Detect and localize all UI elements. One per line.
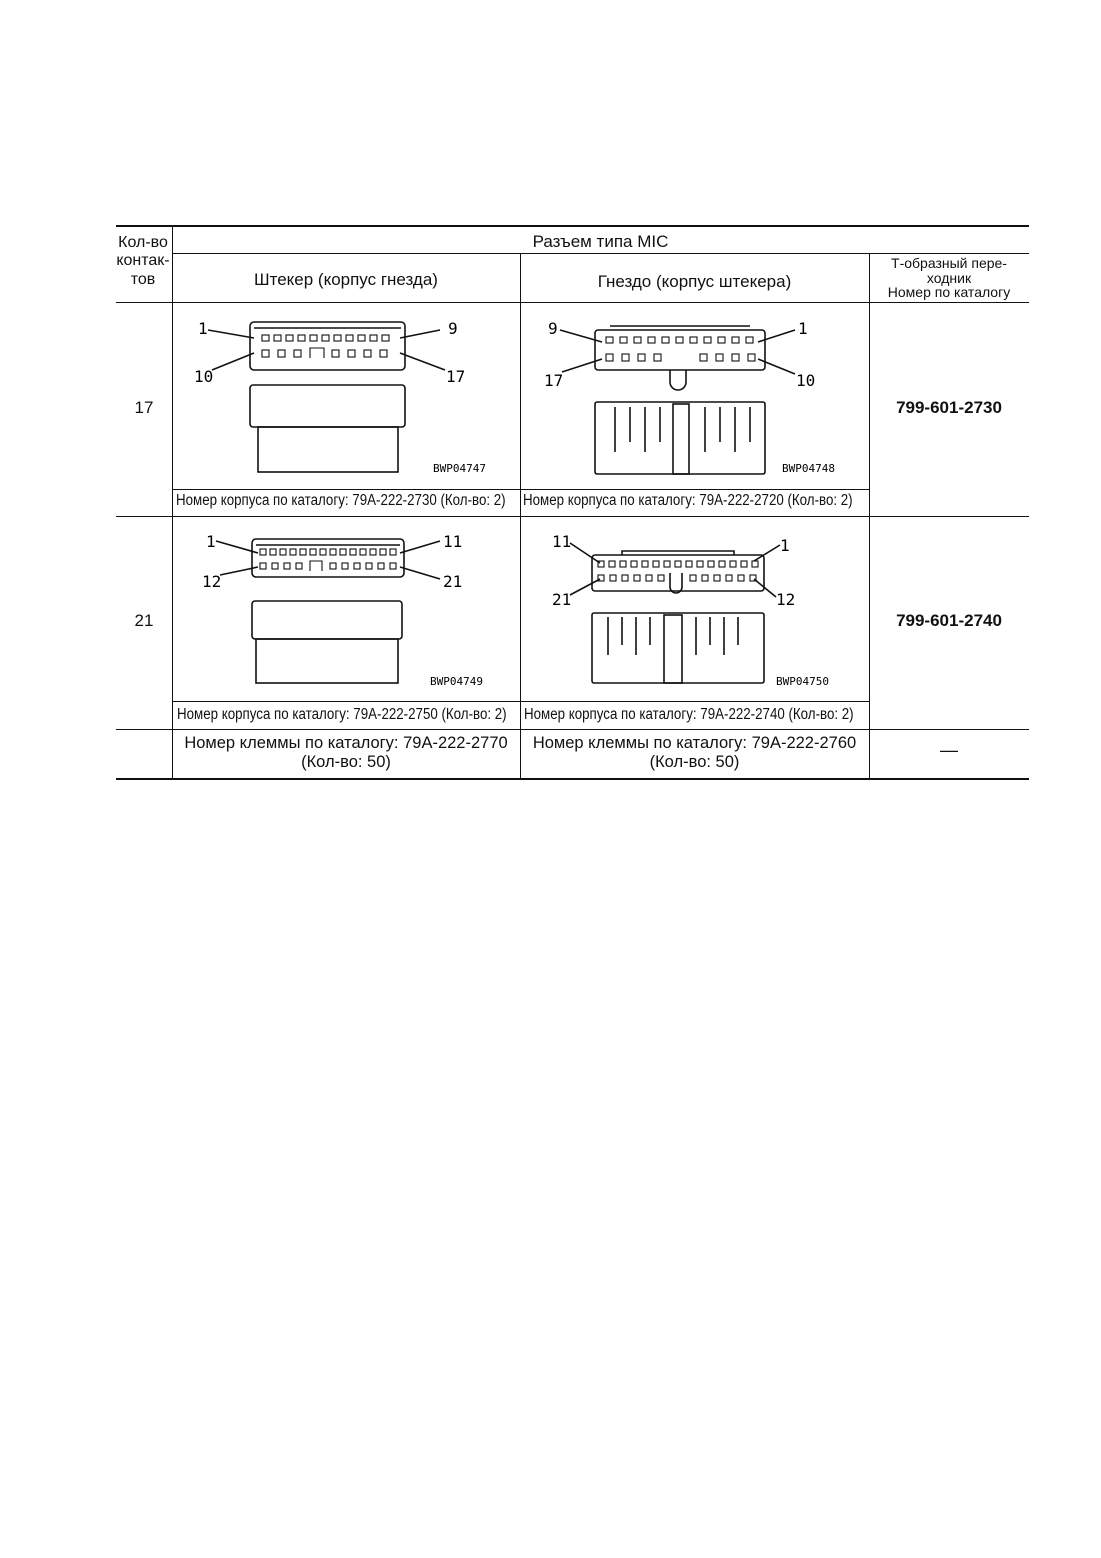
socket-connector-figure: 11 1 21 12 BWP04750 (552, 532, 829, 688)
plug-terminal: Номер клеммы по каталогу: 79А-222-2770 (… (172, 734, 520, 772)
rule (869, 253, 870, 780)
plug-terminal-line: Номер клеммы по каталогу: 79А-222-2770 (184, 734, 508, 752)
adapter-header: Т-образный пере- ходник Номер по каталог… (869, 256, 1029, 300)
group-title: Разъем типа MIC (532, 232, 669, 251)
figure-code: BWP04747 (433, 462, 486, 475)
socket-terminal: Номер клеммы по каталогу: 79А-222-2760 (… (520, 734, 869, 772)
rule (172, 253, 1029, 254)
pin-label: 11 (552, 532, 571, 551)
pin-label: 10 (194, 367, 213, 386)
pin-label: 11 (443, 532, 462, 551)
pin-label: 21 (443, 572, 462, 591)
pin-label: 12 (202, 572, 221, 591)
socket-terminal-line: (Кол-во: 50) (649, 752, 740, 771)
pin-label: 1 (798, 319, 808, 338)
rule (172, 225, 173, 780)
pin-label: 9 (548, 319, 558, 338)
pin-label: 12 (776, 590, 795, 609)
rule (116, 778, 1029, 780)
count-header: Кол-во контак- тов (104, 234, 182, 289)
pin-label: 17 (544, 371, 563, 390)
adapter-header-line: Т-образный пере- (891, 255, 1007, 271)
row-count: 21 (134, 611, 154, 630)
pin-label: 1 (206, 532, 216, 551)
socket-header: Гнездо (корпус штекера) (597, 272, 792, 291)
pin-label: 9 (448, 319, 458, 338)
pin-label: 1 (198, 319, 208, 338)
count-header-line: тов (130, 270, 156, 288)
adapter-terminal: — (940, 740, 958, 760)
plug-caption: Номер корпуса по каталогу: 79А-222-2750 … (177, 706, 507, 723)
adapter-part-number: 799-601-2740 (896, 611, 1002, 630)
rule (116, 729, 1029, 730)
socket-caption: Номер корпуса по каталогу: 79А-222-2720 … (523, 492, 853, 509)
adapter-header-line: Номер по каталогу (887, 284, 1011, 301)
plug-connector-figure: 1 9 10 17 BWP04747 (194, 319, 486, 475)
figure-code: BWP04749 (430, 675, 483, 688)
pin-label: 21 (552, 590, 571, 609)
rule (520, 253, 521, 780)
figure-code: BWP04750 (776, 675, 829, 688)
plug-header: Штекер (корпус гнезда) (254, 270, 438, 289)
count-header-line: контак- (116, 252, 170, 270)
plug-terminal-line: (Кол-во: 50) (301, 752, 391, 771)
row-count: 17 (134, 398, 154, 417)
pin-label: 10 (796, 371, 815, 390)
connector-table: Кол-во контак- тов Разъем типа MIC Штеке… (104, 225, 1029, 780)
rule (116, 516, 1029, 517)
rule (116, 225, 1029, 227)
socket-caption: Номер корпуса по каталогу: 79А-222-2740 … (524, 706, 854, 723)
pin-label: 1 (780, 536, 790, 555)
plug-caption: Номер корпуса по каталогу: 79А-222-2730 … (176, 492, 506, 509)
plug-connector-figure: 1 11 12 21 BWP04749 (202, 532, 483, 688)
socket-connector-figure: 9 1 17 10 BWP04748 (544, 319, 835, 475)
count-header-line: Кол-во (118, 234, 168, 251)
pin-label: 17 (446, 367, 465, 386)
adapter-header-line: ходник (926, 269, 972, 286)
figure-code: BWP04748 (782, 462, 835, 475)
socket-terminal-line: Номер клеммы по каталогу: 79А-222-2760 (532, 734, 857, 752)
adapter-part-number: 799-601-2730 (896, 398, 1002, 417)
rule (116, 302, 1029, 303)
